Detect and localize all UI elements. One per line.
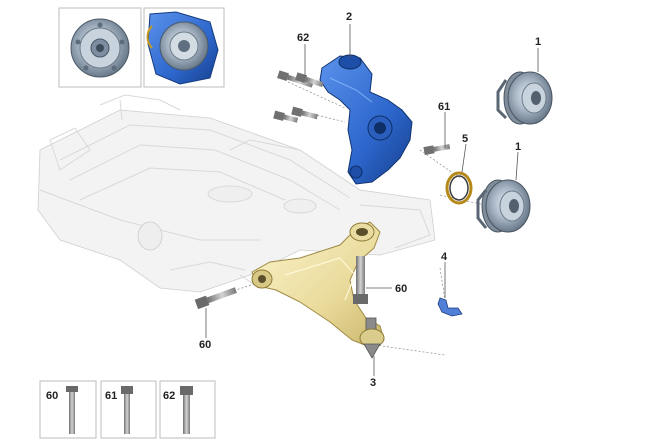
bolt-62d	[291, 106, 319, 120]
callout-ring: 5	[462, 133, 468, 145]
wheel-hub-lower	[476, 179, 531, 233]
callout-bolt-60-left: 60	[199, 339, 211, 351]
wheel-hub-upper	[496, 71, 553, 125]
abs-ring	[445, 171, 473, 205]
bolt-panel-62: 62	[159, 380, 216, 439]
bracket	[437, 297, 463, 317]
leader-lines	[205, 24, 539, 376]
bolts-62-group	[273, 70, 324, 123]
bolt-62b	[295, 72, 324, 88]
bolt-panel-label: 62	[163, 390, 175, 402]
bolt-60-diagonal	[194, 287, 237, 310]
bolt-panel-label: 61	[105, 390, 117, 402]
steering-knuckle	[319, 54, 413, 185]
callout-bolts-62: 62	[297, 32, 309, 44]
bolt-62c	[273, 110, 299, 123]
callout-ball-joint: 3	[370, 377, 376, 389]
bolt-panel-60: 60	[39, 380, 97, 439]
ball-joint	[359, 317, 385, 359]
lower-control-arm	[251, 221, 385, 349]
bolt-61	[423, 144, 451, 155]
bolt-panel-61: 61	[100, 380, 157, 439]
callout-hub-lower: 1	[515, 141, 521, 153]
bolt-panel-label: 60	[46, 390, 58, 402]
callout-hub-upper: 1	[535, 36, 541, 48]
bolt-60-vertical	[353, 256, 368, 304]
callout-bolt-61: 61	[438, 101, 450, 113]
inset-hub-front	[58, 7, 142, 88]
callout-bolt-60-right: 60	[395, 283, 407, 295]
callout-knuckle: 2	[346, 11, 352, 23]
callout-labels: 2 62 1 61 5 1 4 60 60 3	[199, 11, 541, 389]
inset-hub-knuckle	[143, 7, 225, 88]
callout-bracket: 4	[441, 251, 448, 263]
